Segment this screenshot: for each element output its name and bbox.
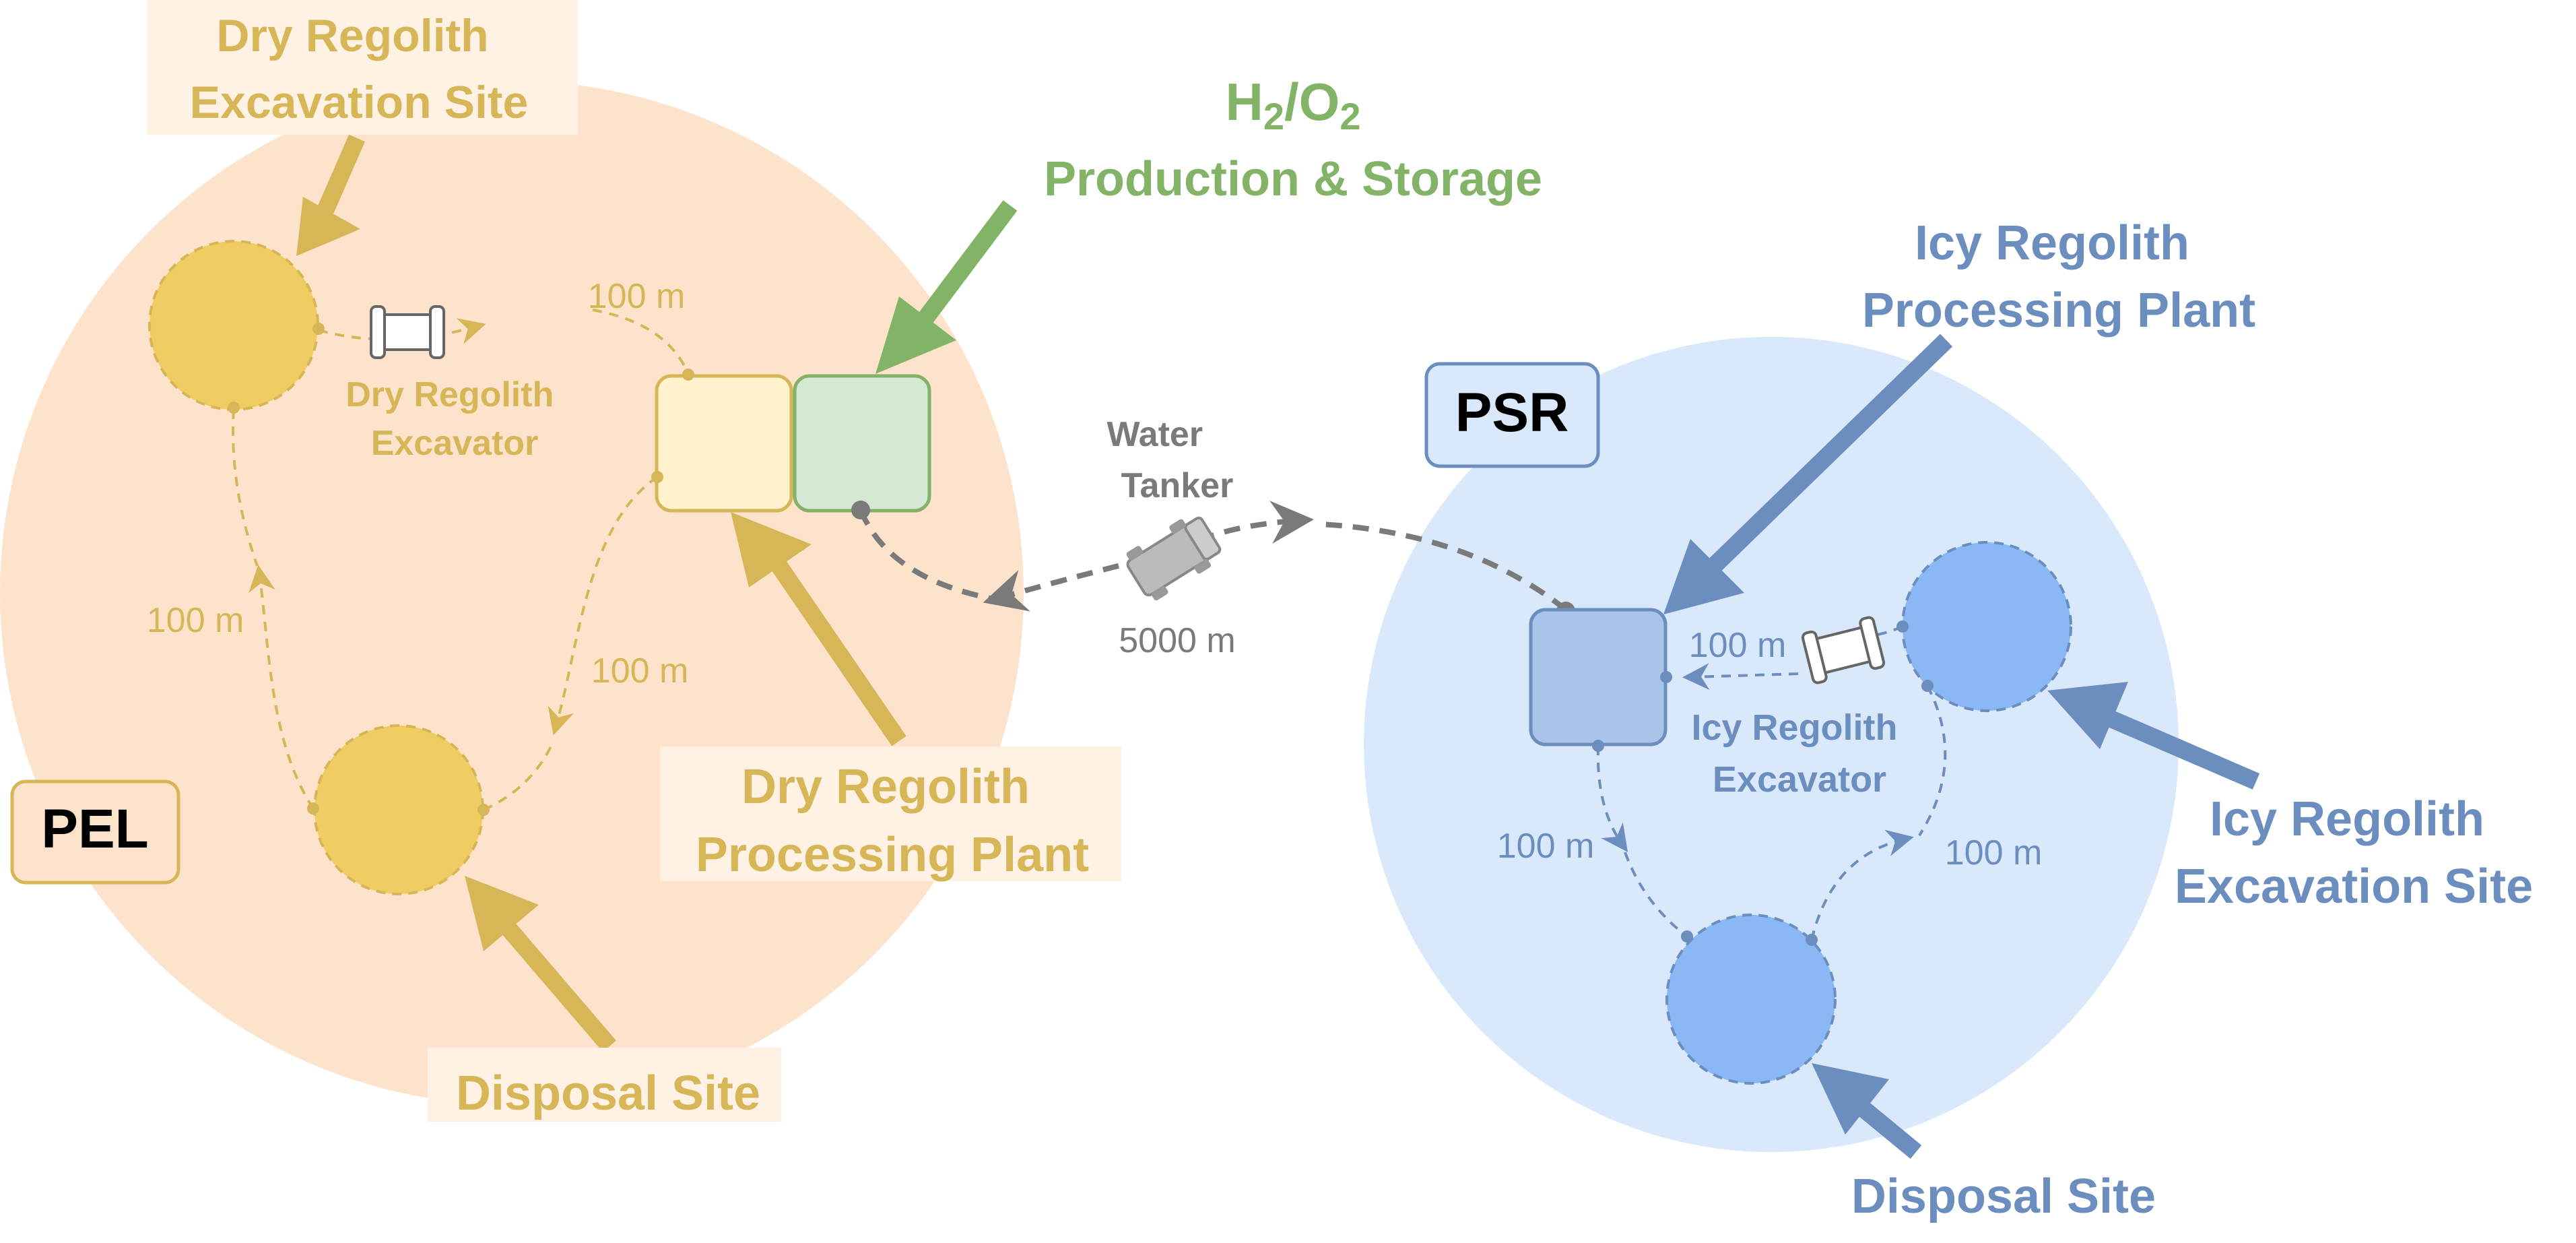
icy-processing-plant-label-line1: Icy Regolith xyxy=(1915,216,2189,270)
connector-dot xyxy=(851,501,870,519)
connector-dot xyxy=(682,369,694,381)
dry-disposal-site[interactable] xyxy=(313,724,484,895)
icy-disposal-site[interactable] xyxy=(1665,914,1837,1085)
path-dry-plant-to-disposal xyxy=(548,476,659,736)
icy-distance-excavator-plant: 100 m xyxy=(1689,626,1787,665)
connector-dot xyxy=(1592,740,1604,752)
connector-dot xyxy=(307,802,319,815)
dry-excavation-site-label-line2: Excavation Site xyxy=(190,77,529,128)
pel-zone xyxy=(0,81,1024,1105)
psr-zone xyxy=(1364,337,2179,1152)
icy-disposal-site-label: Disposal Site xyxy=(1851,1170,2156,1223)
connector-dot xyxy=(1806,934,1818,946)
dry-disposal-label-bg xyxy=(428,1048,781,1122)
icy-excavator-label: Icy Regolith Excavator xyxy=(1691,707,1907,800)
connector-dot xyxy=(1681,930,1693,943)
dry-excavator-label-line2: Excavator xyxy=(371,424,539,463)
dry-excavation-label-bg xyxy=(147,0,578,135)
connector-dot xyxy=(228,402,240,414)
path-dry-disposal-to-excavation xyxy=(248,565,315,810)
connector-dot xyxy=(1921,680,1934,692)
icy-disposal-site-pointer xyxy=(1812,1063,1922,1159)
dry-excavator-icon[interactable] xyxy=(370,305,445,359)
connector-dot xyxy=(1896,620,1909,633)
dry-plant-label-bg xyxy=(660,746,1121,881)
icy-processing-plant-label: Icy Regolith Processing Plant xyxy=(1862,216,2255,338)
dry-excavation-site-pointer xyxy=(296,134,365,256)
pel-zone-tag[interactable] xyxy=(10,779,180,885)
h2o2-label-formula: H2/O2 xyxy=(1226,72,1361,137)
h2o2-sub1: 2 xyxy=(1263,95,1284,137)
h2o2-h: H xyxy=(1226,72,1263,131)
h2o2-pointer xyxy=(876,200,1018,374)
path-icy-plant-to-disposal xyxy=(1596,745,1628,852)
icy-processing-plant-pointer xyxy=(1663,333,1953,614)
h2o2-production-storage[interactable] xyxy=(793,374,931,513)
tanker-route-from-h2o2 xyxy=(858,509,997,602)
dry-excavation-site-label: Dry Regolith Excavation Site xyxy=(190,10,529,128)
path-dry-excavator-to-plant xyxy=(592,309,690,375)
tanker-route-from-psr-plant xyxy=(1319,521,1568,612)
water-tanker-icon[interactable] xyxy=(1121,509,1226,604)
water-tanker-label-line2: Tanker xyxy=(1121,466,1234,505)
dry-processing-plant-label-line2: Processing Plant xyxy=(696,828,1089,882)
connector-dot xyxy=(651,471,663,483)
water-tanker-label: Water Tanker xyxy=(1107,415,1234,505)
psr-zone-tag[interactable] xyxy=(1424,362,1600,468)
dry-excavation-site[interactable] xyxy=(148,240,319,411)
dry-excavation-site-label-line1: Dry Regolith xyxy=(216,10,488,61)
h2o2-label-line2: Production & Storage xyxy=(1044,152,1542,206)
tanker-route-to-pel xyxy=(983,556,1146,612)
icy-excavation-site-label-line1: Icy Regolith xyxy=(2210,792,2484,846)
dry-processing-plant-label-line1: Dry Regolith xyxy=(741,760,1030,814)
connector-dot xyxy=(1660,671,1672,683)
path-icy-excavation-down xyxy=(1918,685,1947,837)
dry-excavator-label: Dry Regolith Excavator xyxy=(345,375,564,463)
path-dry-excavation-down xyxy=(232,409,259,567)
connector-dot xyxy=(477,804,490,816)
dry-processing-plant-pointer xyxy=(731,512,906,746)
icy-excavation-site-label-line2: Excavation Site xyxy=(2175,860,2533,914)
icy-processing-plant-label-line2: Processing Plant xyxy=(1862,284,2255,338)
icy-excavation-site-pointer xyxy=(2047,682,2260,790)
icy-excavator-icon[interactable] xyxy=(1801,616,1886,684)
connector-dot xyxy=(312,323,325,335)
path-icy-plant-disposal-connect xyxy=(1624,852,1688,938)
dry-processing-plant-label: Dry Regolith Processing Plant xyxy=(696,760,1089,882)
dry-distance-excavator-plant: 100 m xyxy=(588,277,686,316)
path-dry-disposal-connect xyxy=(483,740,555,811)
dry-processing-plant[interactable] xyxy=(655,374,793,513)
dry-disposal-site-pointer xyxy=(465,876,616,1052)
psr-zone-label: PSR xyxy=(1455,382,1569,443)
icy-distance-plant-disposal: 100 m xyxy=(1497,827,1595,866)
water-tanker-label-line1: Water xyxy=(1107,415,1203,454)
path-icy-disposal-to-excavation xyxy=(1810,829,1914,941)
icy-excavation-site-label: Icy Regolith Excavation Site xyxy=(2175,792,2533,914)
dry-excavator-label-line1: Dry Regolith xyxy=(345,375,554,414)
dry-distance-disposal-excavation: 100 m xyxy=(147,601,244,640)
dry-disposal-site-label: Disposal Site xyxy=(456,1066,760,1120)
h2o2-sub2: 2 xyxy=(1340,95,1360,137)
icy-distance-disposal-excavation: 100 m xyxy=(1945,833,2043,872)
pel-zone-label: PEL xyxy=(41,798,148,860)
icy-excavator-label-line2: Excavator xyxy=(1713,759,1886,800)
icy-excavator-label-line1: Icy Regolith xyxy=(1691,707,1897,748)
icy-processing-plant[interactable] xyxy=(1529,608,1667,746)
dry-distance-plant-disposal: 100 m xyxy=(591,651,689,691)
tanker-distance: 5000 m xyxy=(1119,621,1235,660)
h2o2-slash-o: /O xyxy=(1284,72,1340,131)
path-icy-excavator-to-plant xyxy=(1682,663,1799,691)
